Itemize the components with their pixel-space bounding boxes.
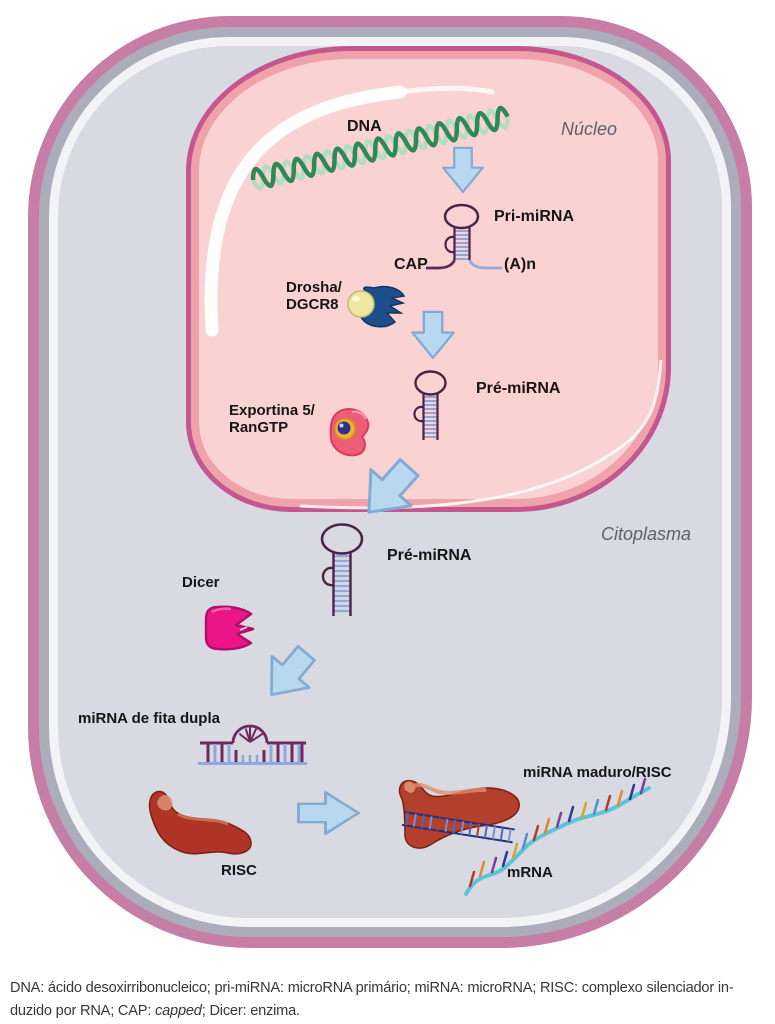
- pre-mirna-cytoplasm-label: Pré-miRNA: [387, 547, 472, 564]
- pri-mirna-label: Pri-miRNA: [494, 208, 575, 225]
- exportina-rangtp-icon: [329, 408, 370, 457]
- pre-mirna-nucleus-label: Pré-miRNA: [476, 380, 561, 397]
- arrow-risc-loading-icon: [297, 790, 360, 836]
- mrna-label: mRNA: [507, 864, 553, 881]
- arrow-nuclear-export-icon: [347, 448, 431, 532]
- arrow-dicer-cleavage-icon: [251, 636, 327, 712]
- mature-risc-complex-icon: [398, 779, 520, 849]
- mirna-duplex-label: miRNA de fita dupla: [78, 710, 220, 727]
- mirna-mature-risc-label: miRNA maduro/RISC: [523, 764, 672, 781]
- cytoplasm-region-label: Citoplasma: [601, 524, 692, 544]
- exportina-rangtp-label: Exportina 5/ RanGTP: [229, 402, 315, 436]
- arrow-dna-to-primirna-icon: [442, 146, 484, 193]
- dna-label: DNA: [347, 118, 382, 135]
- dna-helix-icon: [250, 105, 510, 191]
- caption-line2-italic: capped: [155, 1003, 202, 1019]
- bound-mirna-strand-icon: [401, 811, 515, 844]
- pre-mirna-hairpin-cytoplasm-icon: [320, 523, 364, 616]
- drosha-dgcr8-label: Drosha/ DGCR8: [286, 279, 342, 313]
- exportina-label-line2: RanGTP: [229, 419, 289, 436]
- risc-label: RISC: [221, 862, 257, 879]
- figure-caption: DNA: ácido desoxirribonucleico; pri-miRN…: [10, 977, 772, 1023]
- diagram-artwork: [148, 85, 663, 896]
- pri-mirna-hairpin-icon: [426, 203, 502, 270]
- caption-line2-pre: duzido por RNA; CAP:: [10, 1003, 156, 1019]
- dicer-label: Dicer: [182, 574, 220, 591]
- risc-complex-icon: [148, 790, 252, 855]
- dicer-enzyme-icon: [204, 605, 255, 651]
- caption-line2: duzido por RNA; CAP: capped; Dicer: enzi…: [10, 1000, 772, 1023]
- caption-line1: DNA: ácido desoxirribonucleico; pri-miRN…: [10, 980, 734, 996]
- drosha-dgcr8-enzyme-icon: [347, 285, 406, 328]
- cap-label: CAP: [394, 256, 428, 273]
- mirna-duplex-icon: [198, 724, 307, 765]
- mrna-strand-icon: [464, 777, 651, 896]
- arrow-drosha-to-premirna-icon: [411, 310, 455, 360]
- drosha-label-line1: Drosha/: [286, 279, 342, 296]
- caption-line2-post: ; Dicer: enzima.: [201, 1003, 300, 1019]
- nucleus-highlight: [204, 85, 663, 510]
- poly-a-label: (A)n: [504, 256, 536, 273]
- drosha-label-line2: DGCR8: [286, 296, 339, 313]
- pre-mirna-hairpin-nucleus-icon: [413, 370, 447, 440]
- exportina-label-line1: Exportina 5/: [229, 402, 315, 419]
- nucleus-region-label: Núcleo: [561, 119, 618, 139]
